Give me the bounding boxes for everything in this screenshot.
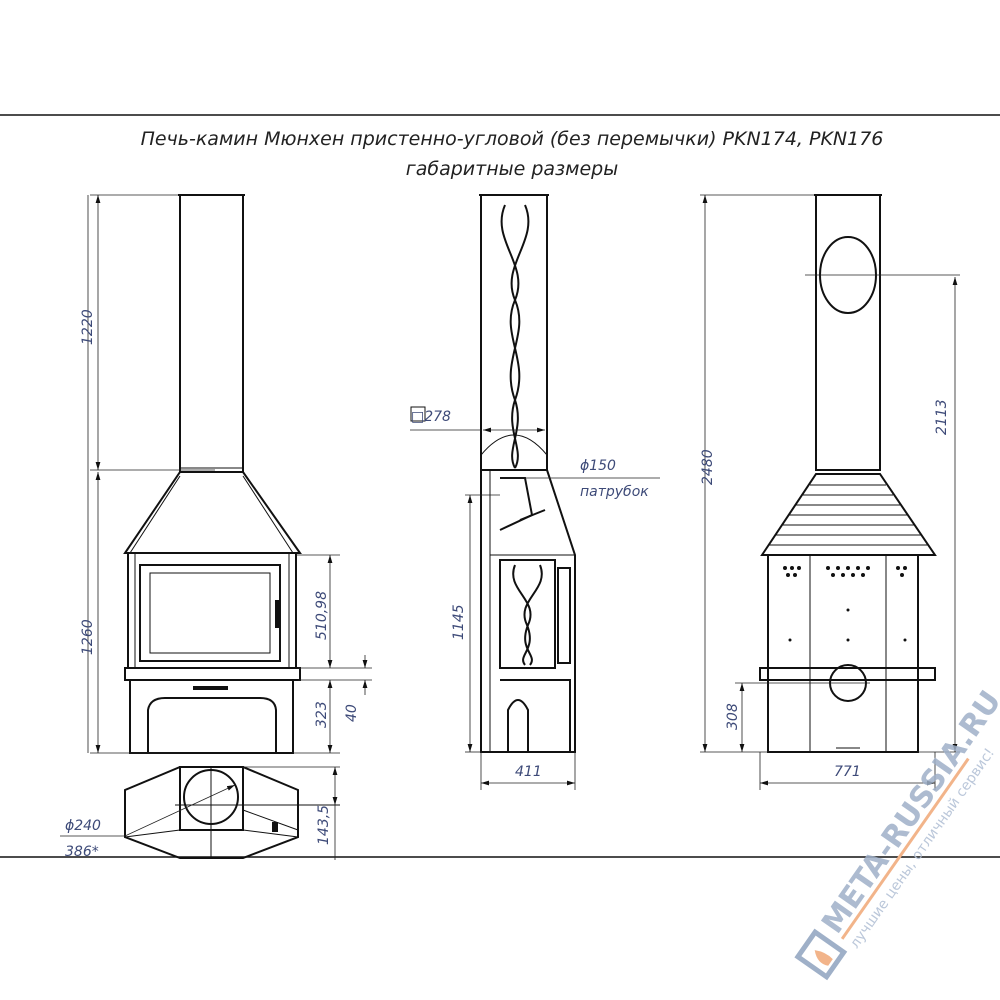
dim-side-body-height: 1145 [451,604,467,640]
dim-back-rear-outlet-height: 308 [725,703,741,730]
dim-side-outlet-diameter: ϕ150 [580,458,616,474]
back-view [700,194,960,790]
dim-plan-flue-diameter: ϕ240 [65,818,101,834]
front-view [87,194,372,754]
watermark-logo: META-RUSSIA.RU лучшие цены, отличный сер… [794,685,1000,981]
dim-back-total-height: 2480 [700,449,716,485]
dim-side-outlet-label: патрубок [580,484,649,500]
dim-plan-offset: 143,5 [316,805,332,845]
watermark-brand: META-RUSSIA.RU [815,685,1000,940]
dim-side-chimney-square: □278 [411,409,451,425]
dim-front-door-height: 510,98 [314,591,330,640]
dim-back-outlet-height: 2113 [934,399,950,435]
plan-view [60,766,340,860]
drawing-title: Печь-камин Мюнхен пристенно-угловой (без… [141,128,884,150]
dim-back-width: 771 [834,764,861,780]
dim-side-width: 411 [515,764,542,780]
side-view [410,194,660,790]
dim-front-body-height: 1260 [80,619,96,655]
dim-front-base-height: 323 [314,701,330,728]
dim-front-step: 40 [344,704,360,722]
dim-front-chimney-height: 1220 [80,309,96,345]
drawing-subtitle: габаритные размеры [406,158,619,180]
dim-plan-depth: 386* [65,844,99,860]
